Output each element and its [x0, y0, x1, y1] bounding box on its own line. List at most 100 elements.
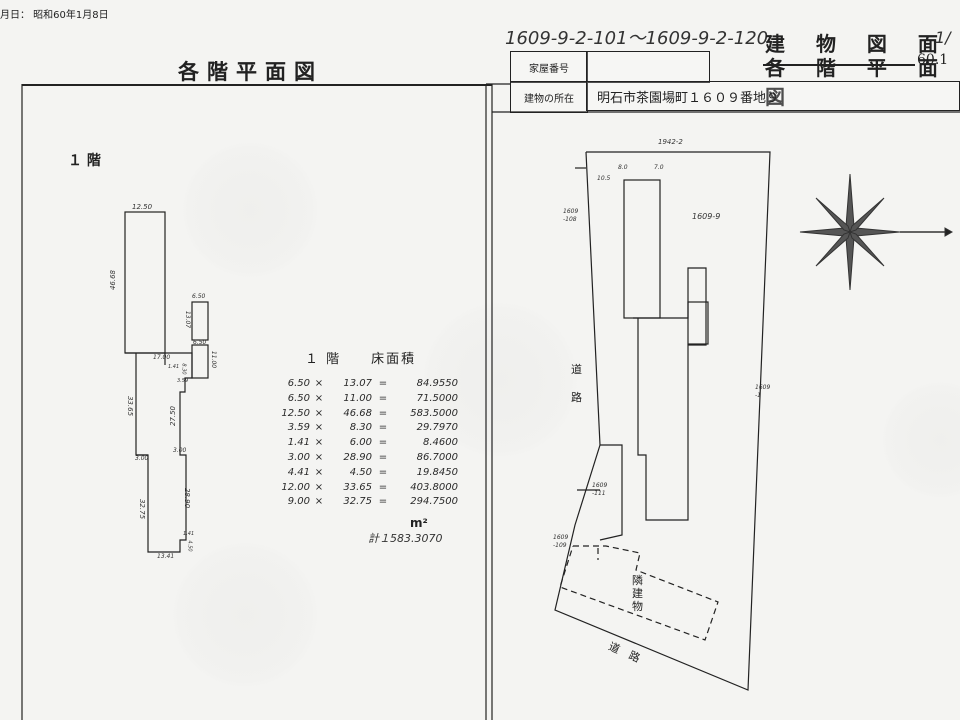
page-title: 各階平面図	[178, 59, 323, 84]
location-label-cell: 建物の所在	[510, 81, 588, 113]
area-calc-row: 3.00 × 28.90 = 86.7000	[272, 452, 462, 463]
dim-label: 11.00	[210, 350, 218, 369]
area-factor-b: 4.50	[349, 467, 372, 478]
dim-label: 33.65	[126, 395, 135, 417]
area-factor-a: 9.00	[287, 496, 310, 507]
sheet-number: 60.1	[917, 52, 949, 68]
equals-sign: =	[378, 393, 388, 404]
dim-label: 7.0	[654, 164, 664, 171]
area-factor-b: 46.68	[343, 408, 372, 419]
area-calc-row: 3.59 × 8.30 = 29.7970	[272, 422, 462, 433]
equals-sign: =	[378, 496, 388, 507]
dim-label: 3.00	[173, 447, 187, 454]
dim-label: 3.00	[135, 455, 149, 462]
area-calc-row: 6.50×11.00=71.5000	[272, 393, 462, 404]
times-sign: ×	[314, 467, 324, 478]
house-number-value-cell	[586, 51, 710, 83]
times-sign: ×	[314, 437, 324, 448]
equals-sign: =	[378, 452, 388, 463]
dim-label: 13.41	[157, 553, 175, 560]
times-sign: ×	[314, 496, 324, 507]
floor-area-heading: １ 階 床面積	[305, 352, 417, 367]
area-factor-a: 6.50	[287, 378, 310, 389]
dim-label: 28.90	[183, 487, 192, 509]
location-label: 建物の所在	[524, 93, 574, 105]
area-result: 84.9550	[416, 378, 458, 389]
area-unit: m²	[410, 516, 428, 530]
lot-number: 1609 -108	[563, 208, 579, 223]
area-calc-row: 12.50 × 46.68 = 583.5000	[272, 408, 462, 419]
floor-plan-title: 各 階 平 面 図	[765, 56, 950, 109]
dim-label: 8.30	[180, 363, 187, 375]
dim-label: 17.00	[153, 354, 171, 361]
sheet-fraction: 1/	[935, 28, 951, 47]
equals-sign: =	[378, 437, 388, 448]
area-total: 計１583.3070	[368, 532, 443, 545]
location-value-cell: 明石市茶園場町１６０９番地９	[586, 81, 960, 111]
road-label: 道 路	[571, 363, 582, 404]
area-result: 29.7970	[416, 422, 458, 433]
area-result: 8.4600	[423, 437, 458, 448]
area-factor-b: 6.00	[349, 437, 372, 448]
area-result: 403.8000	[410, 482, 458, 493]
lot-number: 1609 -111	[592, 482, 608, 497]
dim-label: 4.50	[186, 540, 193, 552]
dim-label: 8.0	[618, 164, 628, 171]
neighbor-building-label: 隣 建 物	[632, 574, 643, 613]
location-value: 明石市茶園場町１６０９番地９	[597, 90, 780, 106]
area-factor-b: 13.07	[343, 378, 372, 389]
area-factor-a: 12.50	[281, 408, 310, 419]
equals-sign: =	[378, 467, 388, 478]
equals-sign: =	[378, 408, 388, 419]
watermark-rosette	[170, 540, 320, 690]
dim-label: 13.07	[184, 310, 192, 329]
lot-number: 1609-9	[692, 212, 721, 221]
strike-line	[763, 64, 915, 66]
dim-label: 6.50	[193, 339, 207, 346]
times-sign: ×	[314, 452, 324, 463]
title-underline	[22, 84, 492, 86]
dim-label: 1.41	[168, 364, 180, 370]
dim-label: 12.50	[132, 203, 153, 211]
area-factor-a: 12.00	[281, 482, 310, 493]
area-factor-a: 1.41	[287, 437, 310, 448]
equals-sign: =	[378, 422, 388, 433]
lot-number: 1609 -1	[755, 384, 771, 399]
dim-label: 10.5	[597, 175, 611, 182]
area-factor-b: 32.75	[343, 496, 372, 507]
area-factor-a: 6.50	[287, 393, 310, 404]
area-calc-row: 12.00×33.65=403.8000	[272, 482, 462, 493]
building-drawing-title: 建 物 図 面	[765, 32, 950, 56]
dim-label: 27.50	[169, 405, 178, 427]
dim-label: 1.41	[183, 531, 195, 537]
date-stamp: 月日： 昭和60年1月8日	[0, 10, 109, 21]
house-number-label: 家屋番号	[529, 63, 569, 75]
times-sign: ×	[314, 422, 324, 433]
area-factor-a: 3.59	[287, 422, 310, 433]
area-factor-b: 28.90	[343, 452, 372, 463]
handwritten-house-number-range: 1609-9-2-101～1609-9-2-120	[505, 28, 769, 49]
times-sign: ×	[314, 408, 324, 419]
lot-number: 1609 -109	[553, 534, 569, 549]
floor-label: １ 階	[68, 153, 101, 169]
area-result: 583.5000	[410, 408, 458, 419]
watermark-rosette	[420, 300, 580, 460]
equals-sign: =	[378, 482, 388, 493]
dim-label: 46.68	[109, 269, 118, 291]
area-result: 19.8450	[416, 467, 458, 478]
lot-number: 1942-2	[658, 138, 683, 146]
area-factor-b: 11.00	[343, 393, 372, 404]
times-sign: ×	[314, 378, 324, 389]
area-factor-b: 8.30	[349, 422, 372, 433]
area-factor-a: 3.00	[287, 452, 310, 463]
area-factor-a: 4.41	[287, 467, 310, 478]
house-number-label-cell: 家屋番号	[510, 51, 588, 83]
times-sign: ×	[314, 482, 324, 493]
area-calc-row: 6.50 × 13.07 = 84.9550	[272, 378, 462, 389]
area-calc-row: 1.41 × 6.00 = 8.4600	[272, 437, 462, 448]
area-result: 86.7000	[416, 452, 458, 463]
dim-label: 3.59	[177, 378, 189, 384]
equals-sign: =	[378, 378, 388, 389]
dim-label: 6.50	[192, 293, 206, 300]
